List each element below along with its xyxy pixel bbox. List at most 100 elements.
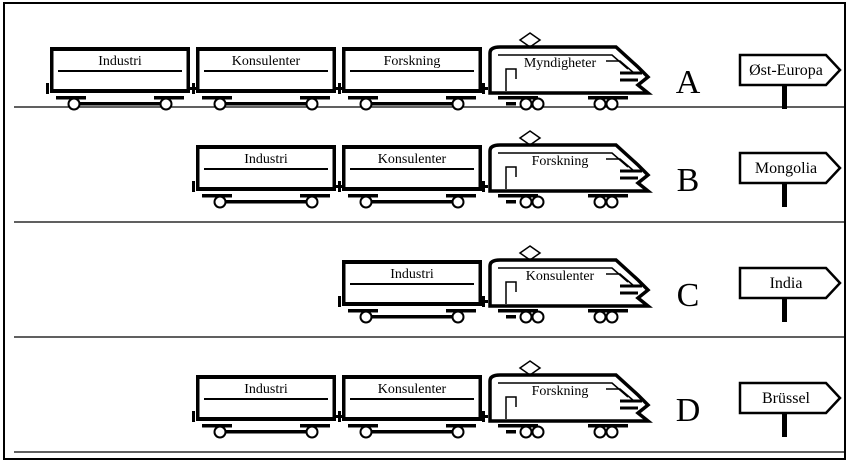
chassis-bar <box>506 200 516 204</box>
train-row-a: Industri Konsulenter Forskning MyndigheterA… <box>14 33 845 110</box>
wagon-side <box>196 47 200 93</box>
route-letter: C <box>677 277 700 314</box>
wheel <box>521 427 532 438</box>
wagon-floor <box>196 187 336 191</box>
buffer <box>338 296 341 307</box>
buffer <box>482 296 485 307</box>
wheel <box>307 427 318 438</box>
pantograph <box>520 246 540 260</box>
wagon-label: Forskning <box>384 54 441 69</box>
wheel <box>307 197 318 208</box>
chassis-bar <box>506 315 516 319</box>
wagon-label: Industri <box>244 152 288 167</box>
wheel <box>595 312 606 323</box>
pantograph <box>520 33 540 47</box>
wagon-floor <box>196 89 336 93</box>
chassis-bar <box>224 200 308 204</box>
wheel <box>215 99 226 110</box>
pantograph <box>520 361 540 375</box>
wheel <box>607 312 618 323</box>
wheel <box>607 197 618 208</box>
wheel <box>361 312 372 323</box>
wheel <box>361 99 372 110</box>
buffer <box>192 83 195 94</box>
wheel <box>595 99 606 110</box>
wheel <box>533 427 544 438</box>
wagon-label: Industri <box>244 382 288 397</box>
destination-label: Mongolia <box>755 160 817 177</box>
wagon-roof <box>196 47 336 51</box>
wagon-roof <box>342 47 482 51</box>
buffer <box>338 181 341 192</box>
bogie <box>498 424 538 428</box>
wheel <box>361 427 372 438</box>
wagon-side <box>333 47 337 93</box>
buffer <box>338 83 341 94</box>
wheel <box>215 197 226 208</box>
buffer <box>482 83 485 94</box>
locomotive-door <box>506 397 516 419</box>
buffer <box>338 411 341 422</box>
buffer <box>482 411 485 422</box>
train-row-b: Industri Konsulenter ForskningB Mongolia <box>14 131 845 222</box>
sign-post <box>782 298 787 322</box>
wheel <box>307 99 318 110</box>
wagon-label: Konsulenter <box>378 382 447 397</box>
chassis-bar <box>506 430 516 434</box>
wagon-side <box>479 145 483 191</box>
locomotive-door <box>506 282 516 304</box>
wagon-side <box>479 47 483 93</box>
buffer <box>192 181 195 192</box>
wagon-side <box>342 145 346 191</box>
sign-post <box>782 85 787 109</box>
wagon-roof <box>342 260 482 264</box>
wagon-side <box>50 47 54 93</box>
wagon-roof <box>342 375 482 379</box>
wheel <box>361 197 372 208</box>
wagon-side <box>333 375 337 421</box>
bogie <box>498 194 538 198</box>
locomotive-label: Forskning <box>532 154 589 169</box>
wagon-side <box>196 145 200 191</box>
wagon-roof <box>342 145 482 149</box>
wheel <box>453 99 464 110</box>
wagon-side <box>342 375 346 421</box>
wheel <box>607 99 618 110</box>
wagon-side <box>342 260 346 306</box>
route-letter: B <box>677 162 700 199</box>
wagon-label: Konsulenter <box>232 54 301 69</box>
wagon-floor <box>342 89 482 93</box>
wagon-floor <box>196 417 336 421</box>
wagon-roof <box>50 47 190 51</box>
chassis-bar <box>370 315 454 319</box>
wagon-label: Industri <box>390 267 434 282</box>
destination-label: India <box>770 275 803 292</box>
wagon-roof <box>196 145 336 149</box>
wheel <box>533 312 544 323</box>
wheel <box>453 312 464 323</box>
chassis-bar <box>506 102 516 106</box>
wheel <box>521 312 532 323</box>
sign-post <box>782 183 787 207</box>
wheel <box>533 197 544 208</box>
route-letter: A <box>676 64 701 101</box>
sign-post <box>782 413 787 437</box>
wheel <box>607 427 618 438</box>
wagon-label: Konsulenter <box>378 152 447 167</box>
locomotive-label: Konsulenter <box>526 269 595 284</box>
wheel <box>533 99 544 110</box>
chassis-bar <box>370 430 454 434</box>
train-row-d: IndustriKonsulenterForskningDBrüssel <box>14 361 845 452</box>
locomotive-label: Myndigheter <box>524 56 597 71</box>
chassis-bar <box>370 200 454 204</box>
bogie <box>498 309 538 313</box>
buffer <box>192 411 195 422</box>
locomotive-door <box>506 167 516 189</box>
wagon-label: Industri <box>98 54 142 69</box>
wheel <box>69 99 80 110</box>
chassis-bar <box>78 102 162 106</box>
wheel <box>215 427 226 438</box>
